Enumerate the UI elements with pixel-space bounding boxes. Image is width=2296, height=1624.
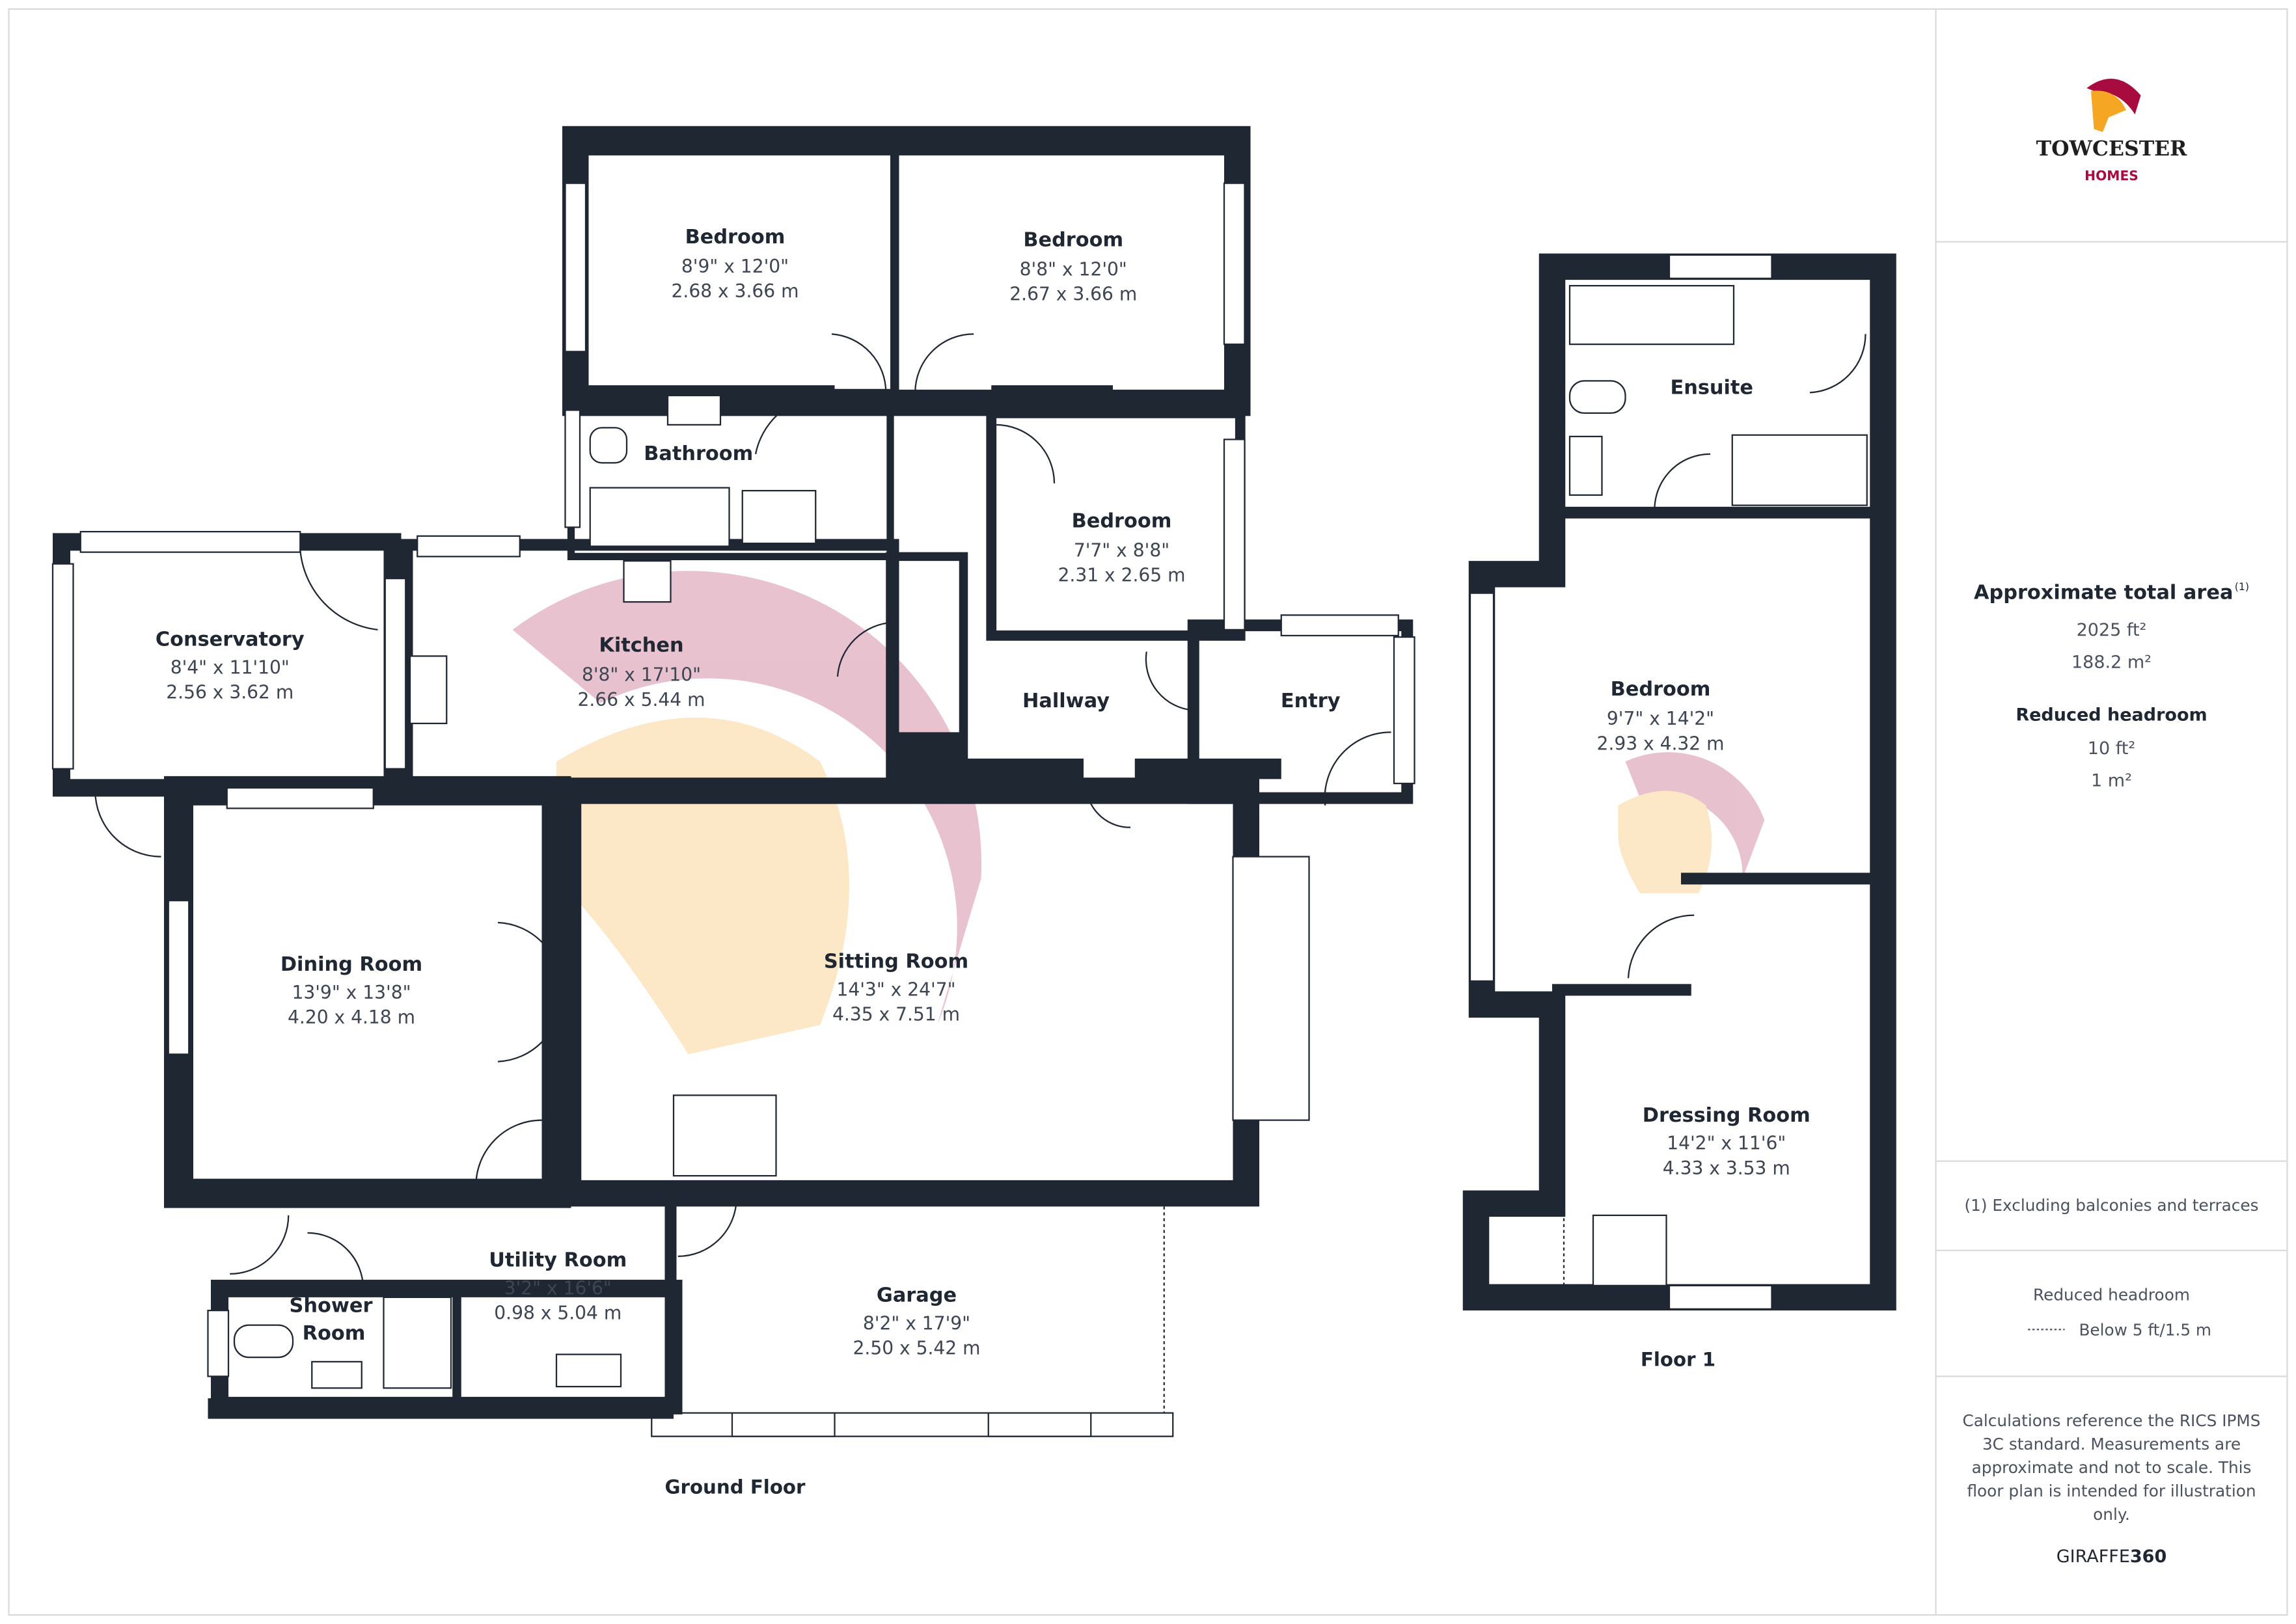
room-metric: 2.93 x 4.32 m: [1597, 733, 1725, 754]
disclaimer-line: approximate and not to scale. This: [1972, 1458, 2252, 1477]
room-dining-room: Dining Room 13'9" x 13'8" 4.20 x 4.18 m: [280, 953, 422, 1028]
disclaimer-line: 3C standard. Measurements are: [1982, 1435, 2241, 1454]
room-name: Ensuite: [1670, 377, 1753, 399]
info-panel: TOWCESTER HOMES Approximate total area(1…: [1935, 8, 2288, 1616]
room-bedroom-3: Bedroom 7'7" x 8'8" 2.31 x 2.65 m: [1058, 509, 1186, 586]
watermark-logo-floor1: [1618, 752, 1765, 893]
room-metric: 0.98 x 5.04 m: [494, 1303, 622, 1324]
room-bathroom: Bathroom: [644, 442, 753, 465]
room-conservatory: Conservatory 8'4" x 11'10" 2.56 x 3.62 m: [156, 629, 305, 703]
room-name: Dressing Room: [1643, 1104, 1811, 1127]
ground-floor-windows: [51, 182, 1415, 1437]
room-name-2: Room: [303, 1322, 366, 1345]
room-kitchen: Kitchen 8'8" x 17'10" 2.66 x 5.44 m: [578, 634, 705, 710]
room-imperial: 3'2" x 16'6": [504, 1277, 612, 1299]
room-bedroom-2: Bedroom 8'8" x 12'0" 2.67 x 3.66 m: [1009, 228, 1137, 304]
room-imperial: 13'9" x 13'8": [292, 982, 411, 1003]
brand-logo: TOWCESTER HOMES: [2036, 78, 2188, 183]
room-shower-room: Shower Room: [290, 1294, 373, 1345]
total-area-title: Approximate total area: [1974, 582, 2233, 604]
room-name: Bathroom: [644, 442, 753, 465]
credit: GIRAFFE360: [2057, 1547, 2167, 1567]
room-metric: 2.56 x 3.62 m: [166, 682, 294, 703]
disclaimer-line: floor plan is intended for illustration: [1967, 1482, 2256, 1500]
room-name: Dining Room: [280, 953, 422, 976]
reduced-headroom-ft: 10 ft²: [2088, 738, 2135, 759]
room-metric: 2.50 x 5.42 m: [853, 1338, 981, 1359]
total-area-sup: (1): [2235, 580, 2249, 593]
room-imperial: 8'4" x 11'10": [171, 656, 290, 678]
room-bedroom-floor1: Bedroom 9'7" x 14'2" 2.93 x 4.32 m: [1597, 678, 1725, 754]
room-name: Bedroom: [1023, 228, 1123, 251]
ground-floor-fixtures: [94, 333, 1391, 1389]
ground-floor-label: Ground Floor: [665, 1476, 806, 1498]
room-name: Sitting Room: [824, 951, 968, 973]
footnote: (1) Excluding balconies and terraces: [1964, 1196, 2258, 1215]
room-bedroom-1: Bedroom 8'9" x 12'0" 2.68 x 3.66 m: [672, 226, 799, 302]
total-area-heading: Approximate total area(1): [1974, 580, 2249, 604]
floor1-walls: [1462, 253, 1896, 1311]
room-garage: Garage 8'2" x 17'9" 2.50 x 5.42 m: [853, 1284, 981, 1359]
room-metric: 2.67 x 3.66 m: [1009, 284, 1137, 305]
legend-item: Below 5 ft/1.5 m: [2079, 1320, 2211, 1339]
room-sitting-room: Sitting Room 14'3" x 24'7" 4.35 x 7.51 m: [824, 951, 968, 1025]
credit-b: 360: [2130, 1547, 2166, 1567]
room-imperial: 7'7" x 8'8": [1074, 539, 1169, 561]
disclaimer-line: Calculations reference the RICS IPMS: [1962, 1411, 2260, 1430]
room-name: Utility Room: [489, 1249, 627, 1272]
room-imperial: 8'8" x 12'0": [1020, 258, 1127, 280]
room-metric: 4.20 x 4.18 m: [288, 1007, 415, 1028]
room-metric: 2.31 x 2.65 m: [1058, 565, 1186, 586]
room-name: Kitchen: [599, 634, 683, 657]
room-name: Bedroom: [685, 226, 786, 249]
room-metric: 4.33 x 3.53 m: [1663, 1157, 1790, 1179]
room-name: Bedroom: [1611, 678, 1711, 701]
room-ensuite: Ensuite: [1670, 377, 1753, 399]
room-imperial: 8'8" x 17'10": [582, 664, 701, 686]
floor1-label: Floor 1: [1641, 1349, 1715, 1371]
reduced-headroom-title: Reduced headroom: [2016, 705, 2207, 725]
room-metric: 2.66 x 5.44 m: [578, 689, 705, 710]
room-imperial: 14'3" x 24'7": [836, 979, 955, 1000]
room-name: Shower: [290, 1294, 373, 1317]
room-utility-room: Utility Room 3'2" x 16'6" 0.98 x 5.04 m: [489, 1249, 627, 1324]
room-imperial: 8'9" x 12'0": [681, 256, 789, 277]
room-metric: 4.35 x 7.51 m: [832, 1004, 960, 1025]
brand-sub: HOMES: [2084, 168, 2139, 183]
disclaimer-line: only.: [2093, 1505, 2130, 1524]
room-imperial: 14'2" x 11'6": [1667, 1133, 1786, 1154]
total-area-m: 188.2 m²: [2071, 652, 2152, 672]
brand-name: TOWCESTER: [2036, 137, 2188, 161]
room-hallway: Hallway: [1022, 690, 1110, 712]
reduced-headroom-m: 1 m²: [2091, 771, 2132, 791]
room-imperial: 9'7" x 14'2": [1607, 708, 1714, 729]
room-name: Garage: [877, 1284, 957, 1307]
total-area-ft: 2025 ft²: [2077, 620, 2147, 640]
legend-title: Reduced headroom: [2033, 1285, 2190, 1304]
room-name: Hallway: [1022, 690, 1110, 712]
room-entry: Entry: [1281, 690, 1341, 712]
room-name: Bedroom: [1072, 509, 1172, 532]
credit-a: GIRAFFE: [2057, 1547, 2130, 1567]
room-name: Conservatory: [156, 629, 305, 651]
room-metric: 2.68 x 3.66 m: [672, 280, 799, 302]
room-dressing-room: Dressing Room 14'2" x 11'6" 4.33 x 3.53 …: [1643, 1104, 1811, 1179]
room-imperial: 8'2" x 17'9": [863, 1312, 970, 1334]
room-name: Entry: [1281, 690, 1341, 712]
